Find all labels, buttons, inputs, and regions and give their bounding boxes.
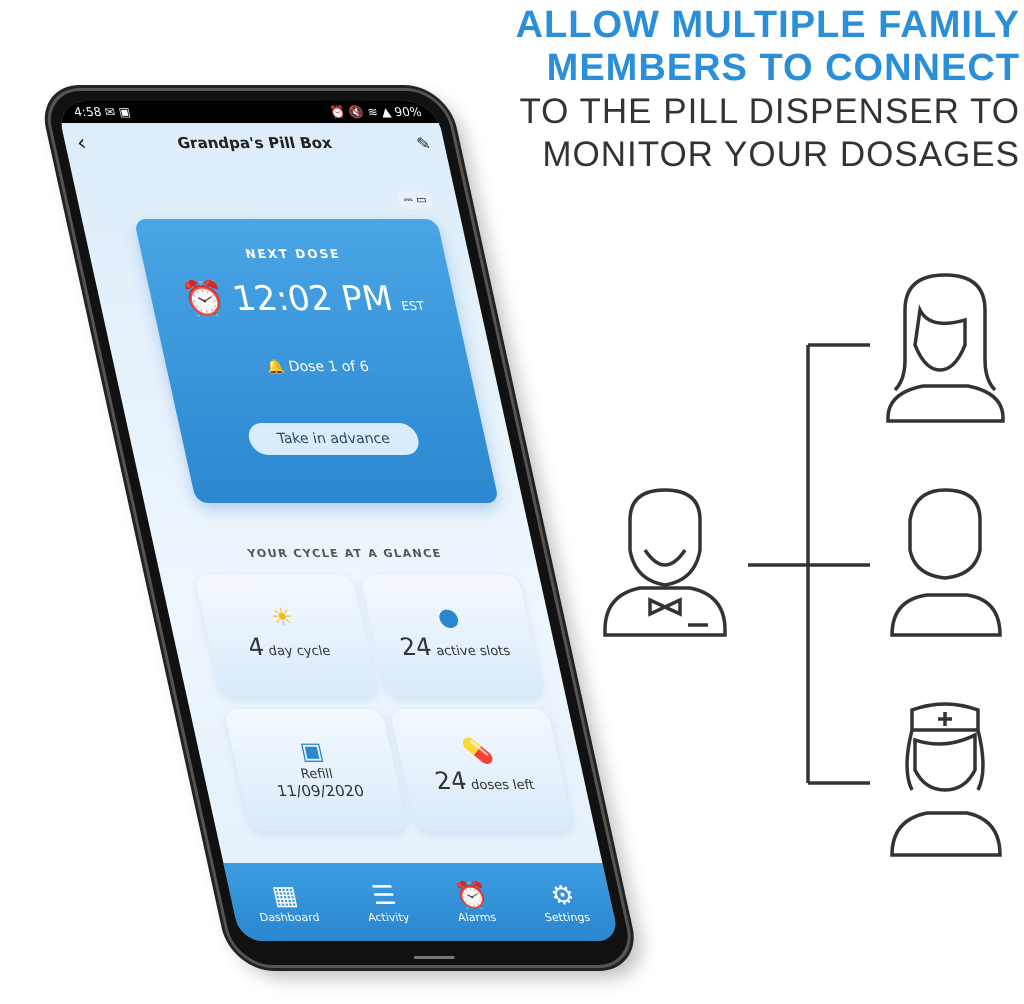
take-in-advance-button[interactable]: Take in advance <box>246 423 422 455</box>
tile-active-slots[interactable]: ● 24 active slots <box>360 575 545 697</box>
sun-icon: ☀ <box>268 603 297 631</box>
tile-text: Refill <box>299 767 335 782</box>
tile-number: 4 <box>245 633 267 661</box>
dose-count: Dose 1 of 6 <box>287 359 371 375</box>
phone-speaker <box>413 956 455 959</box>
status-icons: ⏰ 🔇 ≋ ▲ <box>328 105 393 119</box>
glance-heading: YOUR CYCLE AT A GLANCE <box>246 547 444 560</box>
next-dose-label: NEXT DOSE <box>244 247 342 261</box>
tile-text: day cycle <box>267 644 333 659</box>
headline: ALLOW MULTIPLE FAMILY MEMBERS TO CONNECT… <box>516 4 1020 176</box>
nav-label: Activity <box>366 910 411 924</box>
timezone: EST <box>400 299 426 313</box>
gear-icon: ⚙ <box>547 880 578 911</box>
nav-label: Settings <box>543 910 592 924</box>
next-dose-time: 12:02 PM <box>229 279 397 319</box>
app-header: ‹ Grandpa's Pill Box ✎ <box>61 123 449 163</box>
calendar-x-icon: ▣ <box>297 737 327 765</box>
pill-icon: 💊 <box>459 737 496 765</box>
grid-icon: ▦ <box>269 880 301 911</box>
tile-text: active slots <box>434 644 512 659</box>
woman-icon <box>886 273 1005 423</box>
tile-number: 24 <box>432 767 470 795</box>
tile-day-cycle[interactable]: ☀ 4 day cycle <box>194 575 379 697</box>
headline-line: ALLOW MULTIPLE FAMILY <box>515 4 1020 46</box>
tile-text: doses left <box>469 778 536 793</box>
dial-icon: ● <box>434 603 462 631</box>
headline-line: MEMBERS TO CONNECT <box>546 47 1020 89</box>
status-time: 4:58 <box>72 105 103 119</box>
battery-level: 90% <box>393 105 423 119</box>
nav-alarms[interactable]: ⏰Alarms <box>450 881 498 924</box>
nav-label: Alarms <box>456 910 498 924</box>
nav-dashboard[interactable]: ▦Dashboard <box>252 881 321 924</box>
tile-refill[interactable]: ▣ Refill 11/09/2020 <box>223 709 409 831</box>
tile-number: 24 <box>397 633 435 661</box>
edit-icon[interactable]: ✎ <box>414 133 433 153</box>
back-icon[interactable]: ‹ <box>74 130 89 156</box>
headline-line: MONITOR YOUR DOSAGES <box>542 135 1020 174</box>
bottom-nav: ▦Dashboard ☰Activity ⏰Alarms ⚙Settings <box>223 863 620 941</box>
grandpa-icon <box>603 488 727 637</box>
nurse-icon <box>890 702 1002 857</box>
alarm-icon: ⏰ <box>452 880 492 911</box>
alarm-clock-icon: ⏰ <box>178 279 230 319</box>
connector-lines <box>748 343 870 785</box>
status-bar: 4:58 ✉ ▣ ⏰ 🔇 ≋ ▲ 90% <box>55 101 440 123</box>
nav-label: Dashboard <box>258 910 321 924</box>
bell-icon: 🔔 <box>265 359 287 375</box>
nav-activity[interactable]: ☰Activity <box>360 881 411 924</box>
page-title: Grandpa's Pill Box <box>175 134 334 152</box>
nav-settings[interactable]: ⚙Settings <box>537 880 592 924</box>
tile-doses-left[interactable]: 💊 24 doses left <box>389 709 575 831</box>
clipboard-icon: ☰ <box>368 880 399 911</box>
refill-date: 11/09/2020 <box>275 782 366 800</box>
headline-line: TO THE PILL DISPENSER TO <box>519 92 1020 131</box>
power-battery-icon: ⎓ ▭ <box>395 191 435 209</box>
notification-icons: ✉ ▣ <box>103 105 132 119</box>
man-icon <box>890 488 1002 637</box>
